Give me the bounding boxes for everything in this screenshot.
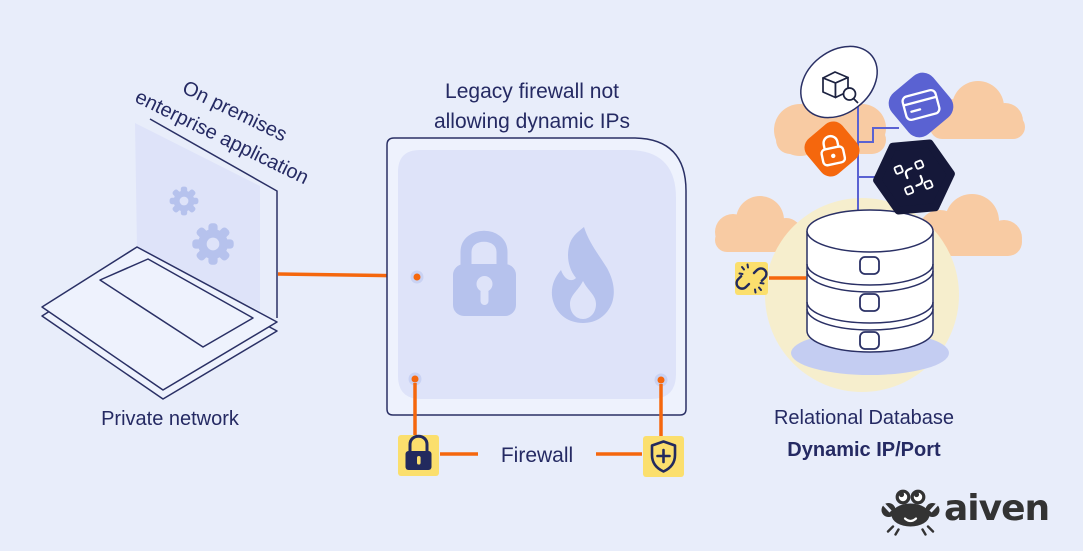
package-search-icon: [800, 45, 878, 119]
flame-icon: [551, 227, 614, 323]
database-cylinder: [806, 209, 934, 353]
broken-link-icon: [735, 263, 768, 294]
lock-tile-icon: [820, 134, 847, 167]
crab-icon: [881, 489, 940, 536]
firewall-title-line2: allowing dynamic IPs: [433, 110, 631, 133]
aiven-wordmark: aiven: [944, 488, 1050, 529]
credit-card-tile: [888, 72, 954, 138]
connection-points: [408, 270, 668, 387]
private-network-label: Private network: [101, 408, 239, 430]
database-port-icons: [859, 256, 880, 350]
relational-database-label: Relational Database: [773, 407, 955, 429]
lock-icon: [453, 230, 516, 316]
shield-badge: [643, 436, 684, 477]
dynamic-ip-port-label: Dynamic IP/Port: [787, 439, 941, 461]
distributed-nodes-icon: [893, 159, 934, 196]
firewall-box: [386, 137, 687, 416]
lock-badge: [398, 434, 439, 476]
laptop-illustration: [41, 118, 278, 400]
broken-link-badge: [735, 262, 768, 295]
cloud-upper-right: [930, 81, 1025, 139]
firewall-title: Legacy firewall not allowing dynamic IPs: [396, 77, 668, 137]
distributed-nodes-tile: [873, 139, 955, 215]
credit-card-icon: [901, 88, 941, 122]
lock-badge-icon: [405, 434, 432, 470]
laptop-screen: [135, 123, 260, 311]
gears-icon: [169, 186, 234, 265]
lock-tile: [804, 121, 860, 177]
laptop-base: [41, 246, 278, 400]
firewall-title-line1: Legacy firewall not: [445, 80, 619, 103]
shield-plus-icon: [650, 440, 677, 473]
firewall-caption: Firewall: [500, 444, 574, 467]
firewall-badge-connectors: [413, 383, 663, 456]
